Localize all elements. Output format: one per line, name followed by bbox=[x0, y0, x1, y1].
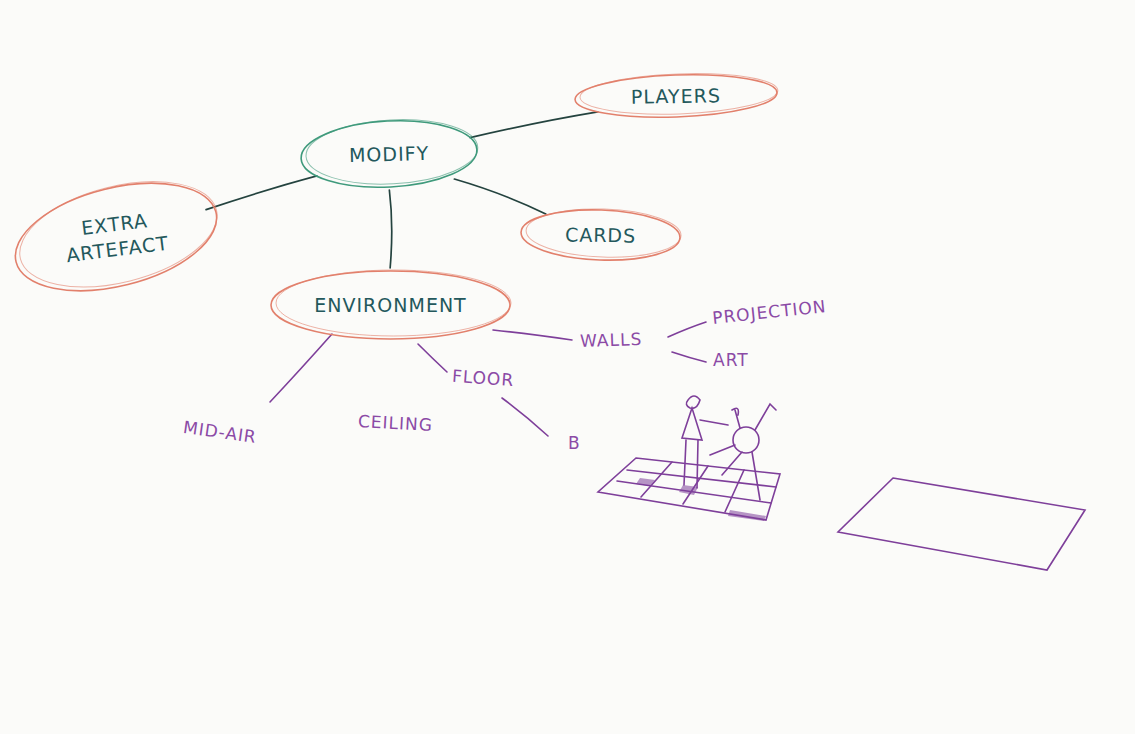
connector-line bbox=[206, 176, 317, 210]
branch-label: ART bbox=[713, 350, 749, 370]
ellipse-node: EXTRA ARTEFACT bbox=[10, 185, 222, 289]
ellipse-stroke bbox=[299, 116, 478, 191]
node-text: MODIFY bbox=[349, 141, 430, 168]
leader-line bbox=[270, 334, 332, 402]
shaded-cell bbox=[636, 478, 655, 486]
branch-label: FLOOR bbox=[451, 366, 514, 390]
branch-connector bbox=[470, 112, 598, 138]
leader-line bbox=[418, 344, 447, 372]
ellipse-stroke bbox=[271, 271, 510, 339]
stick-figure bbox=[684, 420, 728, 488]
branch-label: WALLS bbox=[580, 329, 643, 351]
ellipse-node: MODIFY bbox=[298, 118, 480, 190]
connector-line bbox=[454, 179, 545, 214]
branch-connector bbox=[206, 176, 317, 210]
ellipse-stroke bbox=[9, 163, 228, 305]
node-text: EXTRA ARTEFACT bbox=[53, 205, 178, 269]
branch-label: CEILING bbox=[358, 411, 434, 435]
leader-line bbox=[493, 330, 572, 340]
floor-grid bbox=[598, 458, 780, 520]
leader-line bbox=[672, 352, 706, 362]
robot-figure bbox=[710, 404, 776, 500]
node-text: CARDS bbox=[565, 222, 637, 248]
ellipse-node: CARDS bbox=[518, 207, 683, 263]
ellipse-stroke bbox=[579, 70, 778, 117]
ellipse-stroke bbox=[574, 71, 777, 120]
branch-connector bbox=[454, 179, 545, 214]
ellipse-stroke bbox=[276, 270, 511, 336]
ellipse-stroke bbox=[525, 206, 682, 259]
empty-frame bbox=[838, 478, 1085, 570]
node-text: ENVIRONMENT bbox=[314, 293, 466, 318]
ellipse-node: PLAYERS bbox=[572, 72, 780, 120]
branch-label: PROJECTION bbox=[711, 296, 827, 328]
leader-line bbox=[502, 398, 548, 436]
connector-line bbox=[389, 190, 391, 268]
stick-figure bbox=[682, 408, 702, 440]
ellipse-stroke bbox=[304, 115, 479, 188]
branch-label: MID-AIR bbox=[182, 417, 258, 447]
stick-figure bbox=[686, 396, 700, 408]
node-text: PLAYERS bbox=[631, 83, 721, 109]
grid-line bbox=[641, 462, 744, 512]
shaded-cell bbox=[679, 485, 698, 495]
robot-figure bbox=[733, 427, 759, 453]
ellipse-stroke bbox=[4, 165, 228, 310]
branch-connector bbox=[389, 190, 391, 268]
branch-label: B bbox=[568, 433, 581, 453]
leader-line bbox=[668, 322, 706, 337]
shaded-cell bbox=[728, 510, 766, 521]
connector-line bbox=[470, 112, 598, 138]
ellipse-node: ENVIRONMENT bbox=[268, 268, 513, 342]
